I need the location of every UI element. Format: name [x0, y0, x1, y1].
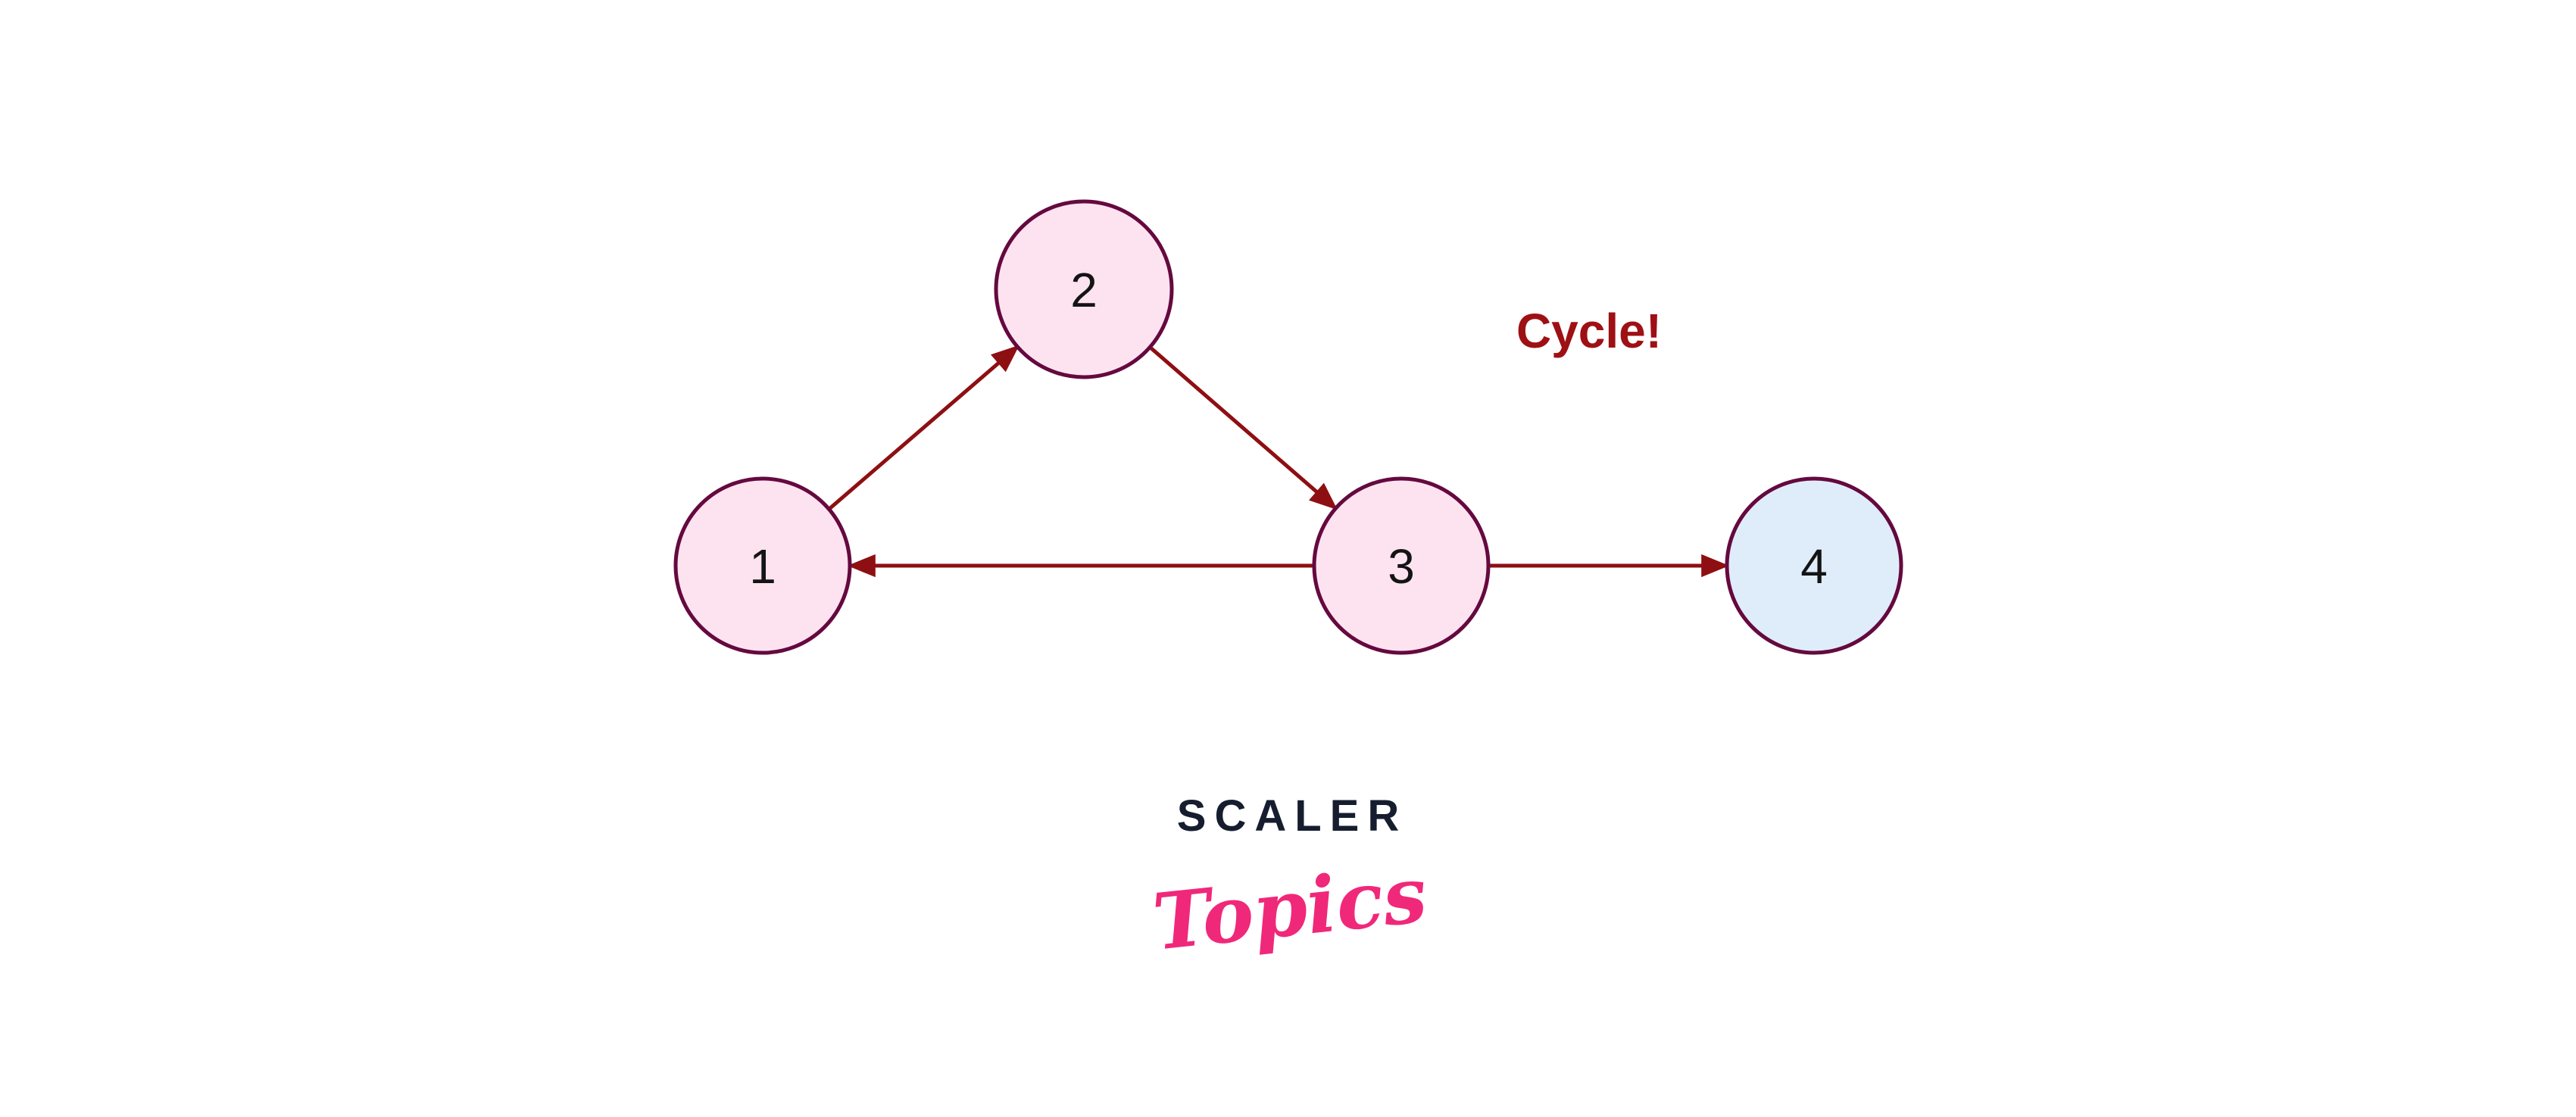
topics-wordmark: Topics [1149, 849, 1431, 968]
node-4-label: 4 [1800, 539, 1828, 594]
node-2: 2 [994, 199, 1174, 379]
node-1: 1 [673, 476, 852, 655]
scaler-topics-logo: SCALER Topics [1149, 791, 1431, 969]
cycle-annotation: Cycle! [1516, 304, 1662, 358]
node-4: 4 [1725, 476, 1903, 655]
node-3: 3 [1312, 476, 1491, 655]
node-1-label: 1 [749, 539, 776, 594]
node-3-circle [1312, 476, 1491, 655]
edge-group [829, 345, 1730, 578]
node-2-circle [994, 199, 1174, 379]
node-4-circle [1725, 476, 1903, 655]
node-2-label: 2 [1070, 263, 1098, 317]
edge-2-to-3 [1150, 347, 1338, 510]
node-3-label: 3 [1388, 539, 1415, 594]
edge-1-to-2 [829, 345, 1019, 510]
node-1-circle [673, 476, 852, 655]
scaler-wordmark: SCALER [1177, 791, 1407, 841]
